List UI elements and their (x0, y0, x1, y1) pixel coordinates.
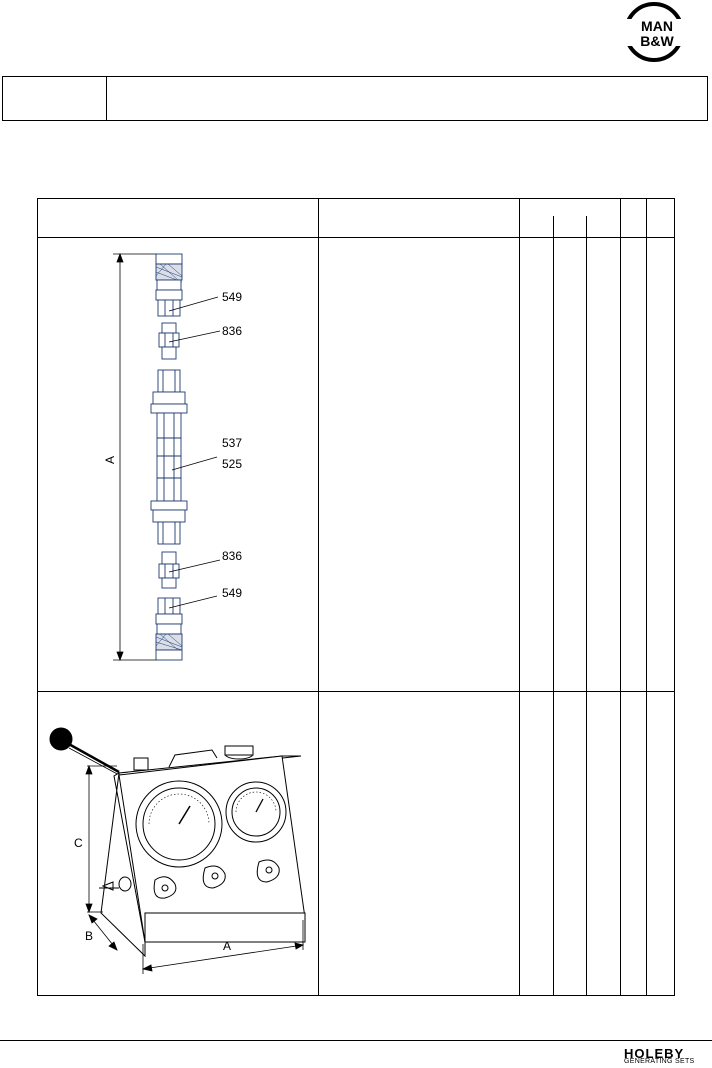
table-border (37, 198, 675, 996)
hose-dimension-a: A (103, 456, 117, 464)
pump-dimension-c: C (74, 836, 83, 850)
hose-assembly-drawing (113, 252, 221, 662)
footer-rule (0, 1040, 712, 1041)
callout-549-top: 549 (222, 290, 242, 304)
logo-man-text: MAN (641, 18, 673, 34)
parts-table: 549 836 537 525 836 549 A (37, 198, 675, 996)
pump-dimension-b: B (85, 929, 93, 943)
footer-subtitle: GENERATING SETS (624, 1058, 695, 1065)
holeby-logo: HOLEBY (624, 1046, 684, 1061)
logo-bw-text: B&W (640, 33, 674, 49)
callout-549-bottom: 549 (222, 586, 242, 600)
callout-836-top: 836 (222, 324, 242, 338)
holeby-brand-text: HOLEBY (624, 1046, 684, 1061)
callout-525: 525 (222, 457, 242, 471)
man-bw-logo: MAN B&W (619, 2, 699, 62)
header-divider (106, 77, 107, 120)
hydraulic-pump-drawing (49, 727, 306, 974)
callout-537: 537 (222, 436, 242, 450)
pump-dimension-a: A (223, 939, 231, 953)
header-box (2, 76, 708, 121)
callout-836-bottom: 836 (222, 549, 242, 563)
